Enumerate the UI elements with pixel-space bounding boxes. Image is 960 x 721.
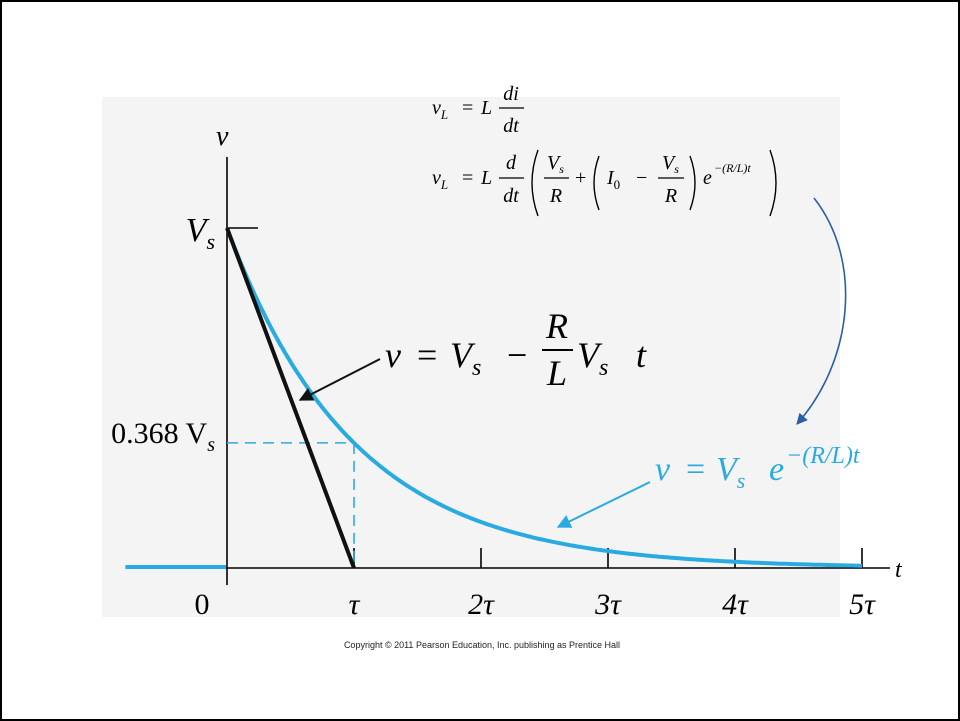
svg-text:dt: dt xyxy=(503,185,519,207)
svg-text:L: L xyxy=(480,167,492,189)
x-tick-label-0: 0 xyxy=(195,588,210,621)
svg-text:L: L xyxy=(546,353,567,393)
derivation-arrow xyxy=(796,197,847,425)
x-axis-label: t xyxy=(895,557,903,583)
svg-text:=: = xyxy=(417,335,437,375)
series-exponential-curve xyxy=(225,227,862,568)
svg-text:di: di xyxy=(503,83,519,105)
x-tick-label-5: 5τ xyxy=(849,588,876,621)
linear-equation-arrow xyxy=(298,358,381,401)
svg-text:e: e xyxy=(769,451,784,488)
svg-text:R: R xyxy=(549,185,562,207)
series-layer xyxy=(125,227,862,569)
svg-text:dt: dt xyxy=(503,115,519,137)
derivation-line-1: vL = L di dt xyxy=(432,83,524,137)
svg-text:−(R/L)t: −(R/L)t xyxy=(714,161,751,175)
svg-text:=: = xyxy=(462,97,473,119)
svg-text:Vs: Vs xyxy=(662,152,679,176)
y-tick-label-0368vs: 0.368 Vs xyxy=(111,417,215,456)
svg-text:d: d xyxy=(506,152,517,174)
linear-equation-label: v = Vs − R L Vs t xyxy=(385,306,647,393)
copyright-notice: Copyright © 2011 Pearson Education, Inc.… xyxy=(343,640,621,650)
y-axis-label: v xyxy=(216,121,229,152)
x-tick-label-3: 3τ xyxy=(594,588,622,621)
svg-text:v: v xyxy=(385,335,401,375)
svg-text:+: + xyxy=(575,167,586,189)
svg-text:=: = xyxy=(462,167,473,189)
x-tick-label-2: 2τ xyxy=(468,588,495,621)
svg-text:R: R xyxy=(545,306,568,346)
svg-text:vL: vL xyxy=(432,97,448,122)
svg-text:−: − xyxy=(636,167,647,189)
svg-text:t: t xyxy=(636,335,647,375)
series-linear-line xyxy=(225,227,356,569)
svg-text:R: R xyxy=(664,185,677,207)
svg-text:−(R/L)t: −(R/L)t xyxy=(786,443,861,469)
x-tick-label-1: τ xyxy=(349,588,361,621)
svg-text:vL: vL xyxy=(432,167,448,192)
svg-text:−: − xyxy=(507,335,527,375)
svg-text:e: e xyxy=(703,167,712,189)
svg-text:Vs: Vs xyxy=(577,335,608,381)
dashed-guides xyxy=(227,442,355,568)
derivation-line-2: vL = L d dt Vs R + I0 − Vs R e −(R/L)t xyxy=(432,149,777,217)
exponential-equation-arrow xyxy=(556,481,651,528)
svg-text:=: = xyxy=(686,451,705,488)
x-tick-label-4: 4τ xyxy=(722,588,749,621)
svg-text:Vs: Vs xyxy=(547,152,564,176)
svg-text:L: L xyxy=(480,97,492,119)
x-tick-labels: 0 τ 2τ 3τ 4τ 5τ xyxy=(195,588,877,621)
svg-text:I0: I0 xyxy=(606,167,620,192)
figure-background xyxy=(102,97,840,617)
svg-text:v: v xyxy=(655,451,671,488)
svg-text:Vs: Vs xyxy=(450,335,481,381)
